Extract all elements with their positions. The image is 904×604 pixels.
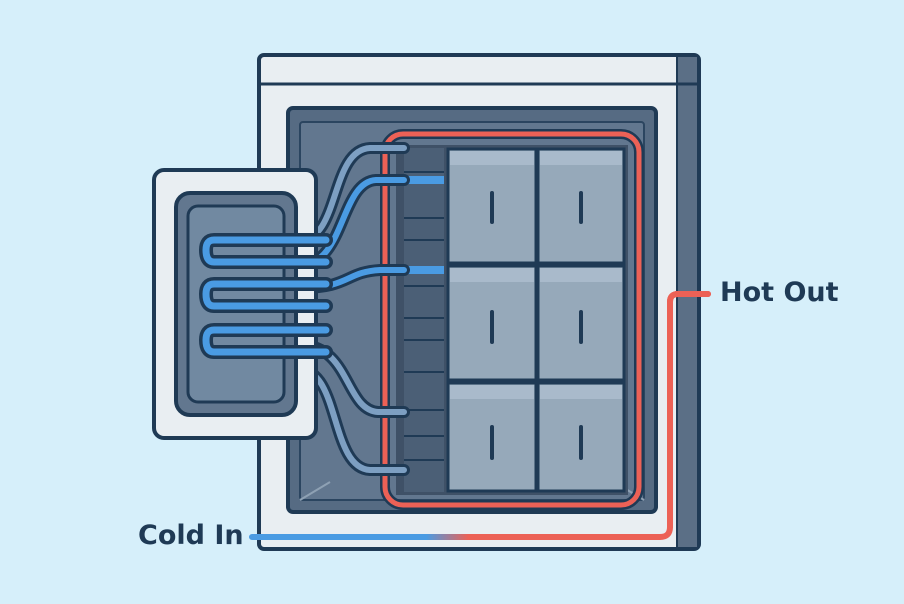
cold-in-label: Cold In xyxy=(138,520,244,551)
flow-pipes xyxy=(249,291,711,540)
side-module xyxy=(152,168,333,440)
manifold-column xyxy=(404,148,444,492)
exchanger-core xyxy=(380,129,644,510)
heat-cell-grid xyxy=(446,147,626,493)
hot-pipe-icon xyxy=(667,291,711,530)
hot-out-label: Hot Out xyxy=(720,277,839,308)
hot-loop xyxy=(382,131,642,508)
